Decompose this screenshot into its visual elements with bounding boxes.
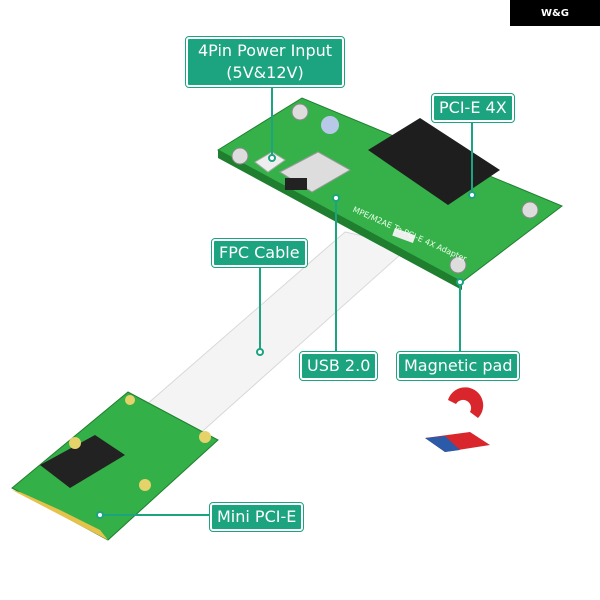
magnetic-pad-label: Magnetic pad: [395, 351, 521, 381]
mini-pcie-card: [11, 391, 219, 541]
power-input-label: 4Pin Power Input (5V&12V): [185, 36, 345, 88]
leader-lines: [100, 84, 473, 516]
brand-logo: W&G: [510, 0, 600, 26]
mini-pcie-label: Mini PCI-E: [208, 502, 305, 532]
adapter-board: [217, 97, 563, 290]
magnet-icon: [425, 387, 490, 452]
fpc-cable-label: FPC Cable: [211, 238, 308, 268]
power-connector: [254, 151, 286, 173]
usb-label: USB 2.0: [298, 351, 379, 381]
pcie-slot: [368, 118, 500, 205]
pcie-4x-label: PCI-E 4X: [431, 93, 515, 123]
